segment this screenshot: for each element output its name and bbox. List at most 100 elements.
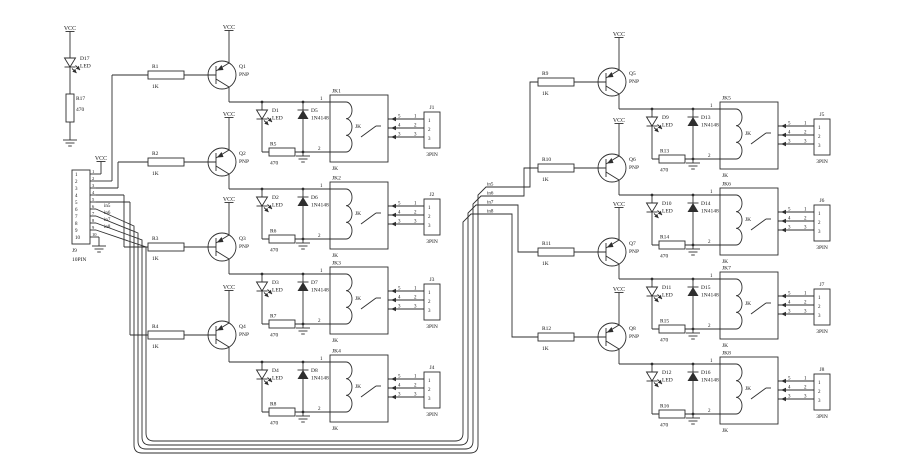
connector-pin-number: 1 — [414, 115, 417, 120]
led-symbol — [63, 57, 81, 74]
connector-pin-number: 3 — [804, 395, 807, 400]
relay-internal-label: JK — [355, 124, 361, 130]
vcc-label: VCC — [223, 197, 235, 203]
diode-ref: D8 — [311, 368, 318, 374]
connector-pin-number: 1 — [804, 292, 807, 297]
vcc-label: VCC — [95, 156, 107, 162]
relay-internal-label: JK — [745, 301, 751, 307]
connector-pin-number: 10 — [75, 236, 81, 241]
pin-number: 5 — [92, 197, 95, 202]
vcc-label: VCC — [223, 25, 235, 31]
net-label: in7 — [104, 218, 111, 223]
vcc-symbol: VCC — [223, 197, 235, 209]
relay-pin-number: 4 — [398, 384, 401, 389]
connector-pin-number: 1 — [428, 379, 431, 384]
relay-internal-label: JK — [745, 131, 751, 137]
pin-number: 1 — [92, 169, 94, 174]
connector-pin-number: 1 — [428, 291, 431, 296]
relay-pin-number: 1 — [320, 269, 323, 274]
relay-pin-number: 2 — [708, 409, 711, 414]
relay-pin-number: 1 — [320, 97, 323, 102]
pin-number: 7 — [92, 211, 95, 216]
connector-pin-number: 3 — [818, 144, 821, 149]
relay-pin-number: 3 — [788, 226, 791, 231]
resistor-value: 470 — [76, 107, 85, 113]
channel-4: R41KQ4PNPVCCD4LEDD81N4148R8470JK4JKJK125… — [147, 285, 441, 432]
connector-pin-number: 3 — [818, 399, 821, 404]
vcc-label: VCC — [64, 26, 76, 32]
relay-pin-number: 1 — [320, 184, 323, 189]
connector-type: 3PIN — [816, 245, 828, 251]
connector-pin-number: 2 — [818, 135, 821, 140]
connector-pin-number: 3 — [428, 309, 431, 314]
connector-pin-number: 9 — [75, 229, 78, 234]
relay-pin-number: 2 — [318, 407, 321, 412]
led-symbol — [255, 281, 273, 298]
relay-pin-number: 5 — [398, 287, 401, 292]
connector-type: 3PIN — [816, 414, 828, 420]
led-ref: D10 — [662, 201, 672, 207]
connector-pin-number: 2 — [804, 386, 807, 391]
connector-pin-number: 2 — [414, 384, 417, 389]
resistor-ref: R15 — [660, 319, 669, 325]
led-type: LED — [272, 288, 283, 294]
relay-pin-number: 3 — [788, 140, 791, 145]
connector-type: 3PIN — [426, 412, 438, 418]
resistor-ref: R3 — [152, 236, 159, 242]
diode-ref: D13 — [701, 115, 711, 121]
led-type: LED — [662, 293, 673, 299]
relay-pin-number: 3 — [398, 220, 401, 225]
connector-pin-number: 8 — [75, 222, 78, 227]
connector-ref: J2 — [430, 192, 435, 198]
transistor-ref: Q6 — [629, 157, 636, 163]
diode-ref: D7 — [311, 280, 318, 286]
vcc-symbol: VCC — [95, 156, 107, 168]
relay-ref: JK5 — [722, 96, 731, 102]
connector-type: 3PIN — [426, 239, 438, 245]
diode-ref: D6 — [311, 195, 318, 201]
resistor-value: 470 — [660, 423, 669, 429]
led-ref: D12 — [662, 370, 672, 376]
connector-ref: J8 — [820, 367, 825, 373]
transistor-type: PNP — [629, 249, 639, 255]
transistor-ref: Q7 — [629, 241, 636, 247]
relay-pin-number: 3 — [788, 310, 791, 315]
connector-pin-number: 2 — [75, 180, 78, 185]
diode-symbol — [297, 196, 309, 206]
resistor-value: 1K — [542, 177, 549, 183]
connector-pin-number: 1 — [428, 119, 431, 124]
pin-number: 4 — [92, 190, 95, 195]
ground-symbol — [686, 329, 700, 340]
connector-pin-number: 2 — [818, 390, 821, 395]
diode-ref: D16 — [701, 370, 711, 376]
vcc-label: VCC — [613, 287, 625, 293]
relay-part-label: JK — [722, 428, 728, 434]
ground-symbol — [296, 412, 310, 423]
net-label: in8 — [104, 225, 111, 230]
led-type: LED — [272, 116, 283, 122]
connector-pin-number: 2 — [428, 215, 431, 220]
connector-pin-number: 2 — [804, 217, 807, 222]
relay-pin-number: 1 — [710, 359, 713, 364]
connector-pin-number: 1 — [414, 287, 417, 292]
transistor-ref: Q4 — [239, 324, 246, 330]
relay-ref: JK7 — [722, 266, 731, 272]
